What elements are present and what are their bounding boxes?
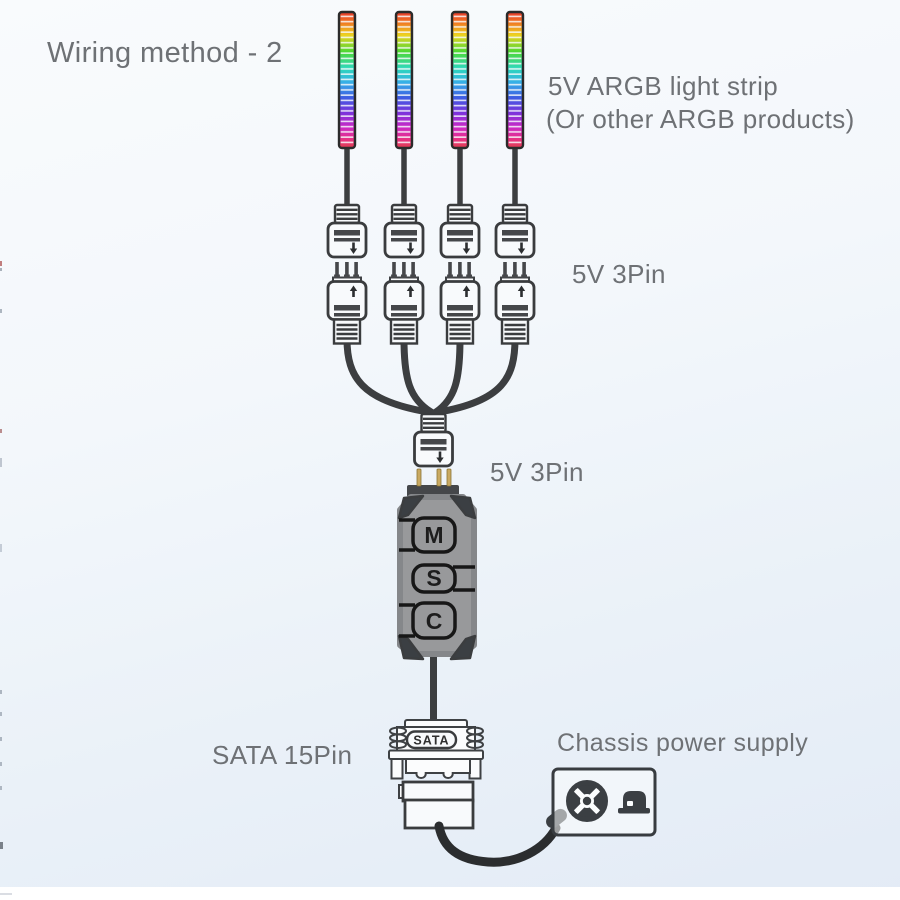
light-strip [337,10,357,150]
pin-label-top: 5V 3Pin [572,259,666,289]
strip-label-line1: 5V ARGB light strip [548,71,778,101]
sata-male-connector: SATA [388,719,484,780]
sata-spring-right [466,726,484,749]
controller-button-m: M [399,516,457,554]
male-connector [439,203,481,259]
chassis-power-supply [551,767,657,837]
controller-corner-accents [397,494,477,661]
controller-button-s: S [411,563,475,594]
sata-label: SATA 15Pin [212,740,352,770]
splitter-male-connector [413,412,454,468]
psu-fan-icon [566,780,608,822]
light-strip [450,10,470,150]
sata-female-receptacle [398,780,475,830]
splitter-wires [343,335,519,419]
female-connector [326,260,368,345]
bottom-edge-artifact [0,893,12,895]
svg-text:S: S [426,565,441,591]
sata-connector-label: SATA [413,734,449,748]
male-connectors [326,203,536,259]
pin-label-mid: 5V 3Pin [490,457,584,487]
female-connector [439,260,481,345]
controller-header-pins [416,468,452,487]
bottom-white-band [0,887,900,900]
female-connectors [326,260,536,345]
male-connector [326,203,368,259]
light-strip [505,10,525,150]
svg-text:M: M [424,522,443,548]
strip-wires [344,143,518,211]
female-connector [383,260,425,345]
psu-socket-icon [618,791,650,814]
strip-label-line2: (Or other ARGB products) [546,104,855,134]
page-title: Wiring method - 2 [47,37,283,69]
psu-label: Chassis power supply [557,729,808,757]
psu-cable [434,821,561,867]
edge-artifacts [0,261,3,849]
male-connector [494,203,536,259]
svg-text:C: C [426,608,443,634]
female-connector [494,260,536,345]
argb-controller: M S C [397,468,477,661]
light-strip [394,10,414,150]
male-connector [383,203,425,259]
controller-button-c: C [399,601,457,640]
argb-light-strips [337,10,525,150]
